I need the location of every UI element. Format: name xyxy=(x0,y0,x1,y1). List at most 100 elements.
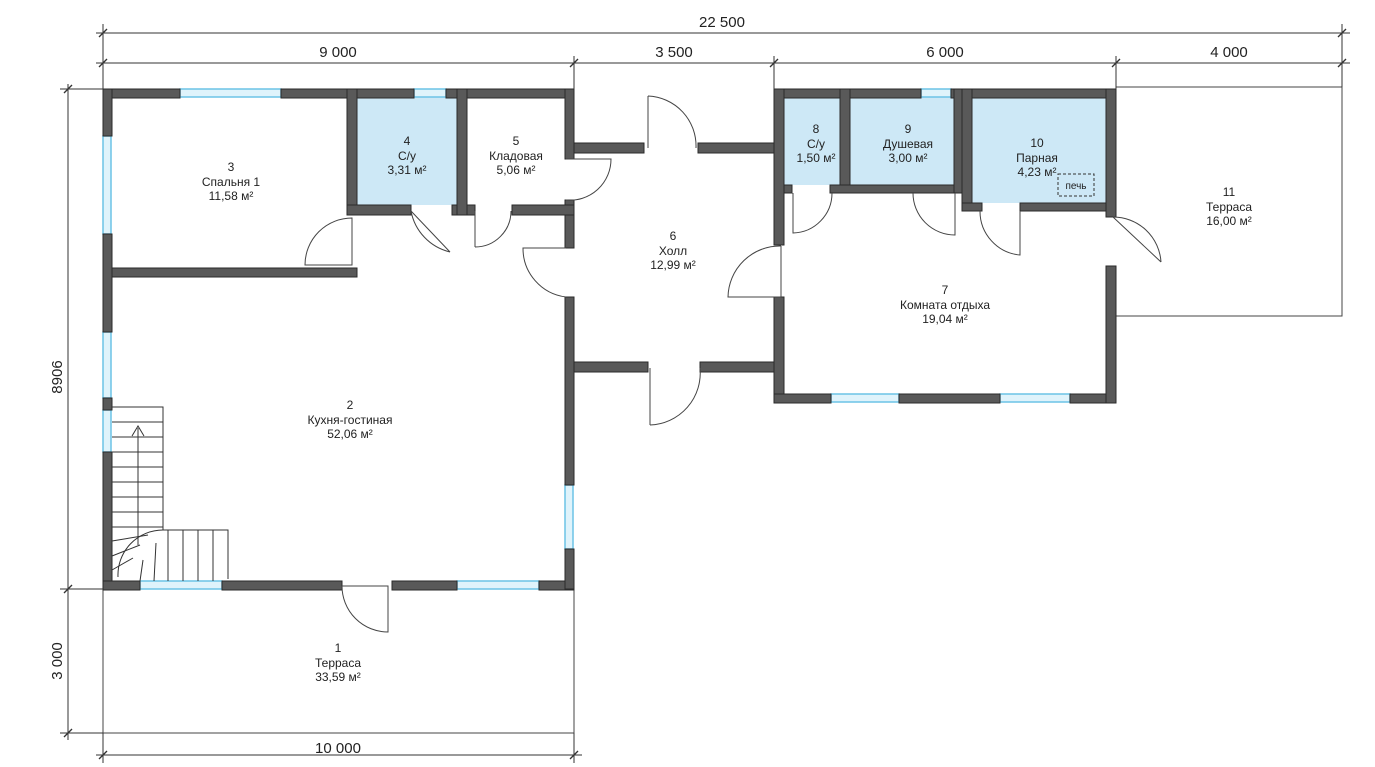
room-4-area: 3,31 м² xyxy=(388,163,427,177)
room-6-name: Холл xyxy=(659,244,687,258)
wall xyxy=(346,88,358,216)
stair-turn xyxy=(117,529,164,578)
window xyxy=(102,409,112,453)
door-bath-4 xyxy=(410,210,451,253)
room-10-fill xyxy=(972,97,1106,203)
dim-height-terrace: 3 000 xyxy=(49,642,66,680)
room-2-name: Кухня-гостиная xyxy=(308,413,393,427)
door-storage-5 xyxy=(474,210,512,248)
room-9-name: Душевая xyxy=(883,137,933,151)
window xyxy=(564,484,574,550)
wall xyxy=(564,296,575,486)
terrace-11-outline xyxy=(1116,86,1343,317)
wall xyxy=(699,361,775,373)
door-bedroom xyxy=(304,217,353,266)
room-3-name: Спальня 1 xyxy=(202,175,261,189)
room-5-area: 5,06 м² xyxy=(497,163,536,177)
room-8-fill xyxy=(784,97,840,185)
room-11-name: Терраса xyxy=(1206,200,1252,214)
room-7-area: 19,04 м² xyxy=(922,312,968,326)
room-8-area: 1,50 м² xyxy=(797,151,836,165)
dim-seg-4: 4 000 xyxy=(1210,44,1248,61)
door-hall-top xyxy=(647,95,697,149)
room-4-fill xyxy=(357,97,457,205)
wall xyxy=(961,88,973,212)
wall xyxy=(829,184,955,194)
room-10-name: Парная xyxy=(1016,151,1058,165)
door-shower-9 xyxy=(912,192,956,236)
room-8-number: 8 xyxy=(813,122,820,136)
staircase xyxy=(111,406,229,582)
door-terrace-1 xyxy=(341,585,389,633)
terrace-1-outline xyxy=(102,589,575,734)
stair-step xyxy=(153,542,157,582)
stair-step xyxy=(111,534,149,542)
room-10-number: 10 xyxy=(1030,136,1044,150)
tick xyxy=(98,750,108,760)
stove-box xyxy=(1057,173,1095,197)
window xyxy=(830,393,900,403)
room-7-number: 7 xyxy=(942,283,949,297)
room-3-number: 3 xyxy=(228,160,235,174)
stair-step xyxy=(111,544,141,557)
wall xyxy=(456,88,468,216)
tick xyxy=(98,58,108,68)
stair-arrow-head xyxy=(131,425,145,437)
window xyxy=(999,393,1071,403)
door-sauna-10 xyxy=(979,210,1021,256)
room-6-number: 6 xyxy=(670,229,677,243)
dimension-lines xyxy=(60,24,1350,763)
tick xyxy=(63,84,73,94)
door-storage-hall xyxy=(565,158,612,201)
room-11-number: 11 xyxy=(1223,185,1236,199)
room-5-number: 5 xyxy=(513,134,520,148)
dim-seg-3: 6 000 xyxy=(926,44,964,61)
door-hall-bottom xyxy=(649,367,701,426)
wall xyxy=(839,88,851,194)
room-5-name: Кладовая xyxy=(489,149,543,163)
room-1-name: Терраса xyxy=(315,656,361,670)
terrace-outlines xyxy=(102,86,1343,734)
wall xyxy=(564,88,575,160)
dim-total-width: 22 500 xyxy=(699,14,745,31)
tick xyxy=(569,58,579,68)
door-bath-8 xyxy=(792,192,833,234)
door-hall-kitchen xyxy=(522,247,567,298)
stair-step xyxy=(111,557,134,571)
room-7-name: Комната отдыха xyxy=(900,298,990,312)
room-3-area: 11,58 м² xyxy=(209,189,254,203)
room-11-area: 16,00 м² xyxy=(1206,214,1252,228)
window xyxy=(920,88,952,98)
room-9-area: 3,00 м² xyxy=(889,151,928,165)
wall xyxy=(950,88,1117,99)
window xyxy=(456,580,540,590)
walls xyxy=(102,88,1117,591)
door-terrace-11 xyxy=(1112,216,1162,263)
wall xyxy=(898,393,1001,404)
room-4-name: С/у xyxy=(398,149,416,163)
wall xyxy=(773,88,785,246)
window xyxy=(179,88,282,98)
wall xyxy=(102,233,113,333)
wall xyxy=(102,88,181,99)
wall xyxy=(391,580,458,591)
dim-bottom-width: 10 000 xyxy=(315,740,361,757)
wall xyxy=(102,397,113,411)
room-labels: 1 Терраса 33,59 м² 2 Кухня-гостиная 52,0… xyxy=(202,122,1252,684)
room-1-area: 33,59 м² xyxy=(315,670,361,684)
wall xyxy=(346,204,412,216)
room-9-fill xyxy=(850,97,954,185)
stair-step xyxy=(139,559,144,582)
room-8-name: С/у xyxy=(807,137,825,151)
tick xyxy=(1337,58,1347,68)
wall xyxy=(511,204,575,216)
dim-seg-2: 3 500 xyxy=(655,44,693,61)
window xyxy=(102,135,112,235)
wall xyxy=(564,548,575,590)
dimension-ticks xyxy=(63,28,1347,760)
wall xyxy=(961,202,983,212)
room-9-number: 9 xyxy=(905,122,912,136)
wall xyxy=(697,142,775,154)
room-4-number: 4 xyxy=(404,134,411,148)
window xyxy=(102,331,112,399)
